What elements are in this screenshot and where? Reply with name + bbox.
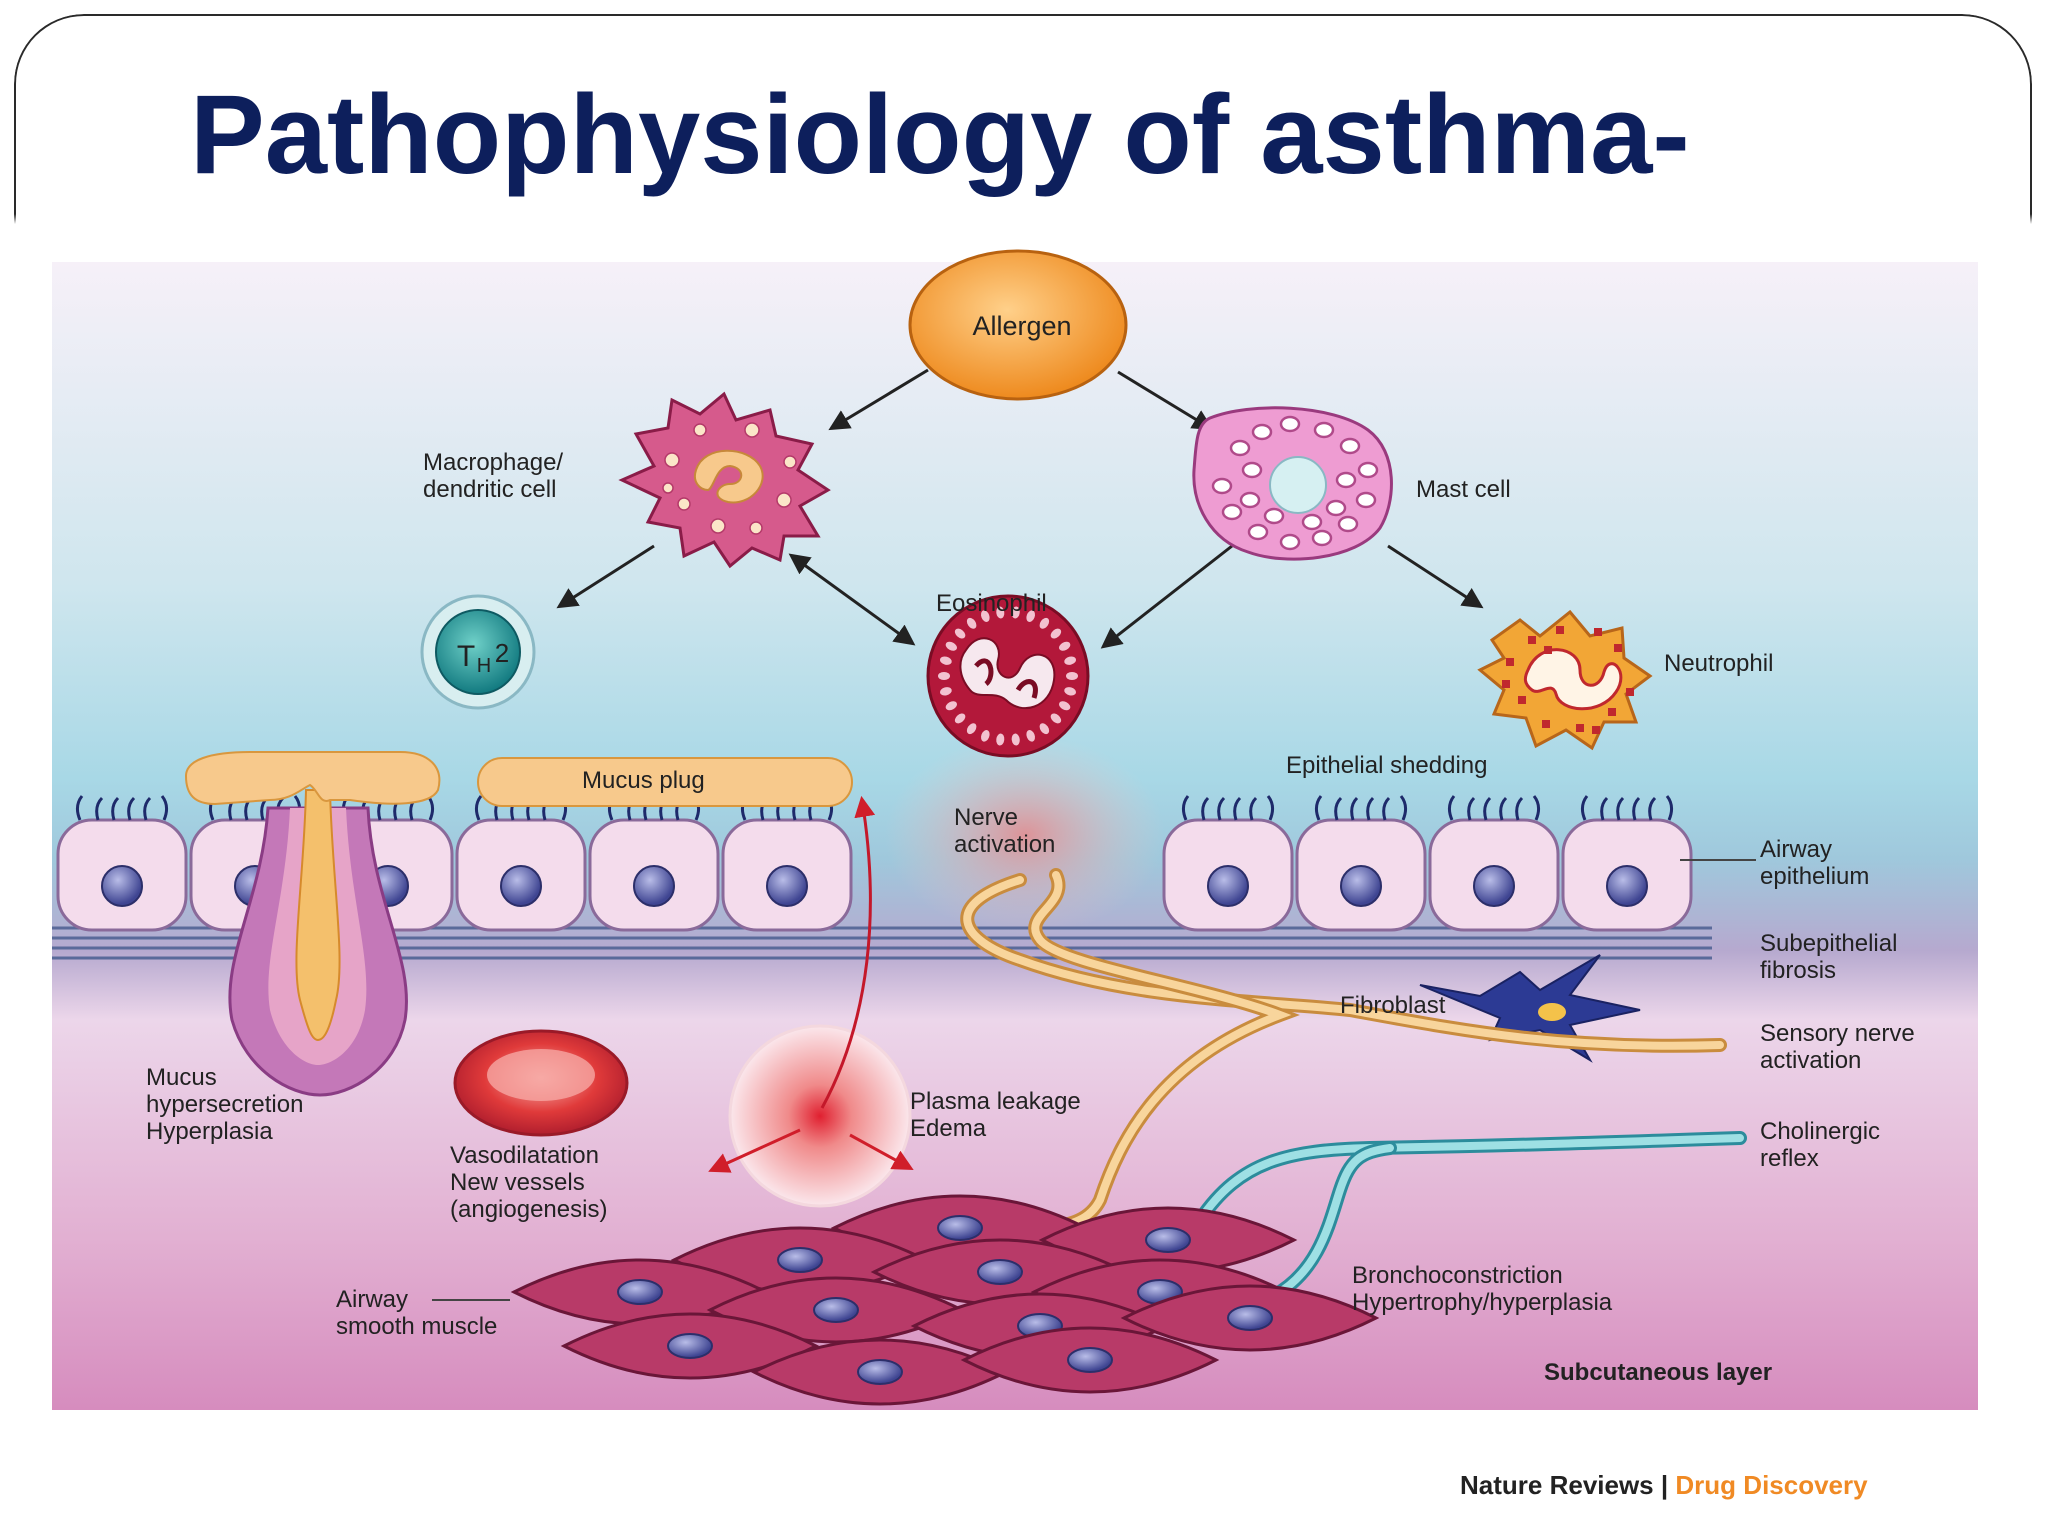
neutrophil-label: Neutrophil (1664, 650, 1773, 677)
epithelium-right-cell (1295, 795, 1427, 932)
blood-vessel (453, 1029, 629, 1137)
cholinergic-nerve-fibers (1193, 1131, 1747, 1302)
bronchoconstriction-label-line1: Bronchoconstriction (1352, 1262, 1563, 1289)
macrophage-label-line2: dendritic cell (423, 476, 556, 503)
airway-epithelium-label-line2: epithelium (1760, 863, 1869, 890)
credit-separator: | (1660, 1470, 1669, 1500)
mucus-plug-right (477, 757, 853, 807)
th2-label-sub: H (477, 655, 491, 677)
cholinergic-label-line2: reflex (1760, 1145, 1819, 1172)
macrophage-label-line1: Macrophage/ (423, 449, 563, 476)
credit-source: Nature Reviews (1460, 1470, 1654, 1500)
mucus-plug-left (184, 751, 441, 806)
vasodilatation-label-line1: Vasodilatation (450, 1142, 599, 1169)
sensory-nerve-label-line1: Sensory nerve (1760, 1020, 1915, 1047)
subepithelial-label-line1: Subepithelial (1760, 930, 1897, 957)
th2-label-main: T (457, 640, 475, 673)
mucus-label-line3: Hyperplasia (146, 1118, 273, 1145)
epithelium-left-cell (56, 795, 188, 932)
mast-cell (1192, 406, 1393, 561)
neutrophil-cell (1477, 609, 1653, 751)
airway-smooth-muscle-label-line2: smooth muscle (336, 1313, 497, 1340)
mucus-plug-label: Mucus plug (582, 767, 705, 794)
bronchoconstriction-label-line2: Hypertrophy/hyperplasia (1352, 1289, 1613, 1316)
epithelium-left-cell (588, 795, 720, 932)
credit-journal: Drug Discovery (1675, 1470, 1868, 1500)
nerve-activation-label-line1: Nerve (954, 804, 1018, 831)
diagram-labels: Macrophage/ dendritic cell Mast cell Eos… (146, 449, 1915, 1386)
eosinophil-cell (926, 594, 1090, 758)
smooth-muscle-cell (960, 1326, 1220, 1394)
smooth-muscle-cell (1120, 1284, 1380, 1352)
smooth-muscle-cell (510, 1258, 770, 1326)
epithelium-right-cell (1162, 795, 1294, 932)
smooth-muscle-cell (560, 1312, 820, 1380)
airway-smooth-muscle-label-line1: Airway (336, 1286, 408, 1313)
sensory-nerve-label-line2: activation (1760, 1047, 1861, 1074)
sensory-nerve-fibers (960, 868, 1727, 1235)
airway-smooth-muscle (510, 1194, 1380, 1406)
image-credit: Nature Reviews | Drug Discovery (1460, 1470, 1868, 1501)
mast-cell-label: Mast cell (1416, 476, 1511, 503)
nerve-activation-label-line2: activation (954, 831, 1055, 858)
subepithelial-label-line2: fibrosis (1760, 957, 1836, 984)
macrophage-dendritic-cell (618, 391, 831, 569)
epithelium-left-cell (721, 795, 853, 932)
vasodilatation-label-line3: (angiogenesis) (450, 1196, 607, 1223)
allergen-label: Allergen (972, 311, 1071, 341)
allergen-cell: Allergen (908, 249, 1128, 401)
eosinophil-label: Eosinophil (936, 590, 1047, 617)
th2-cell: T H 2 (420, 594, 536, 710)
cholinergic-label-line1: Cholinergic (1760, 1118, 1880, 1145)
subcutaneous-layer-label: Subcutaneous layer (1544, 1359, 1772, 1386)
plasma-leakage-label-line2: Edema (910, 1115, 987, 1142)
plasma-leakage (708, 795, 914, 1208)
nerve-activation-glow (885, 735, 1165, 935)
fibroblast-label: Fibroblast (1340, 992, 1446, 1019)
th2-label-num: 2 (495, 638, 509, 668)
vasodilatation-label-line2: New vessels (450, 1169, 585, 1196)
epithelium-left-cell (455, 795, 587, 932)
slide-title: Pathophysiology of asthma- (190, 72, 1690, 197)
epithelium-right-cell (1428, 795, 1560, 932)
mucus-label-line1: Mucus (146, 1064, 217, 1091)
airway-epithelium-right (1162, 795, 1693, 932)
epithelium-right-cell (1561, 795, 1693, 932)
mucus-gland (228, 789, 408, 1097)
cell-interaction-arrows (556, 368, 1484, 649)
mucus-label-line2: hypersecretion (146, 1091, 303, 1118)
plasma-leakage-label-line1: Plasma leakage (910, 1088, 1081, 1115)
airway-epithelium-label-line1: Airway (1760, 836, 1832, 863)
epithelial-shedding-label: Epithelial shedding (1286, 752, 1487, 779)
